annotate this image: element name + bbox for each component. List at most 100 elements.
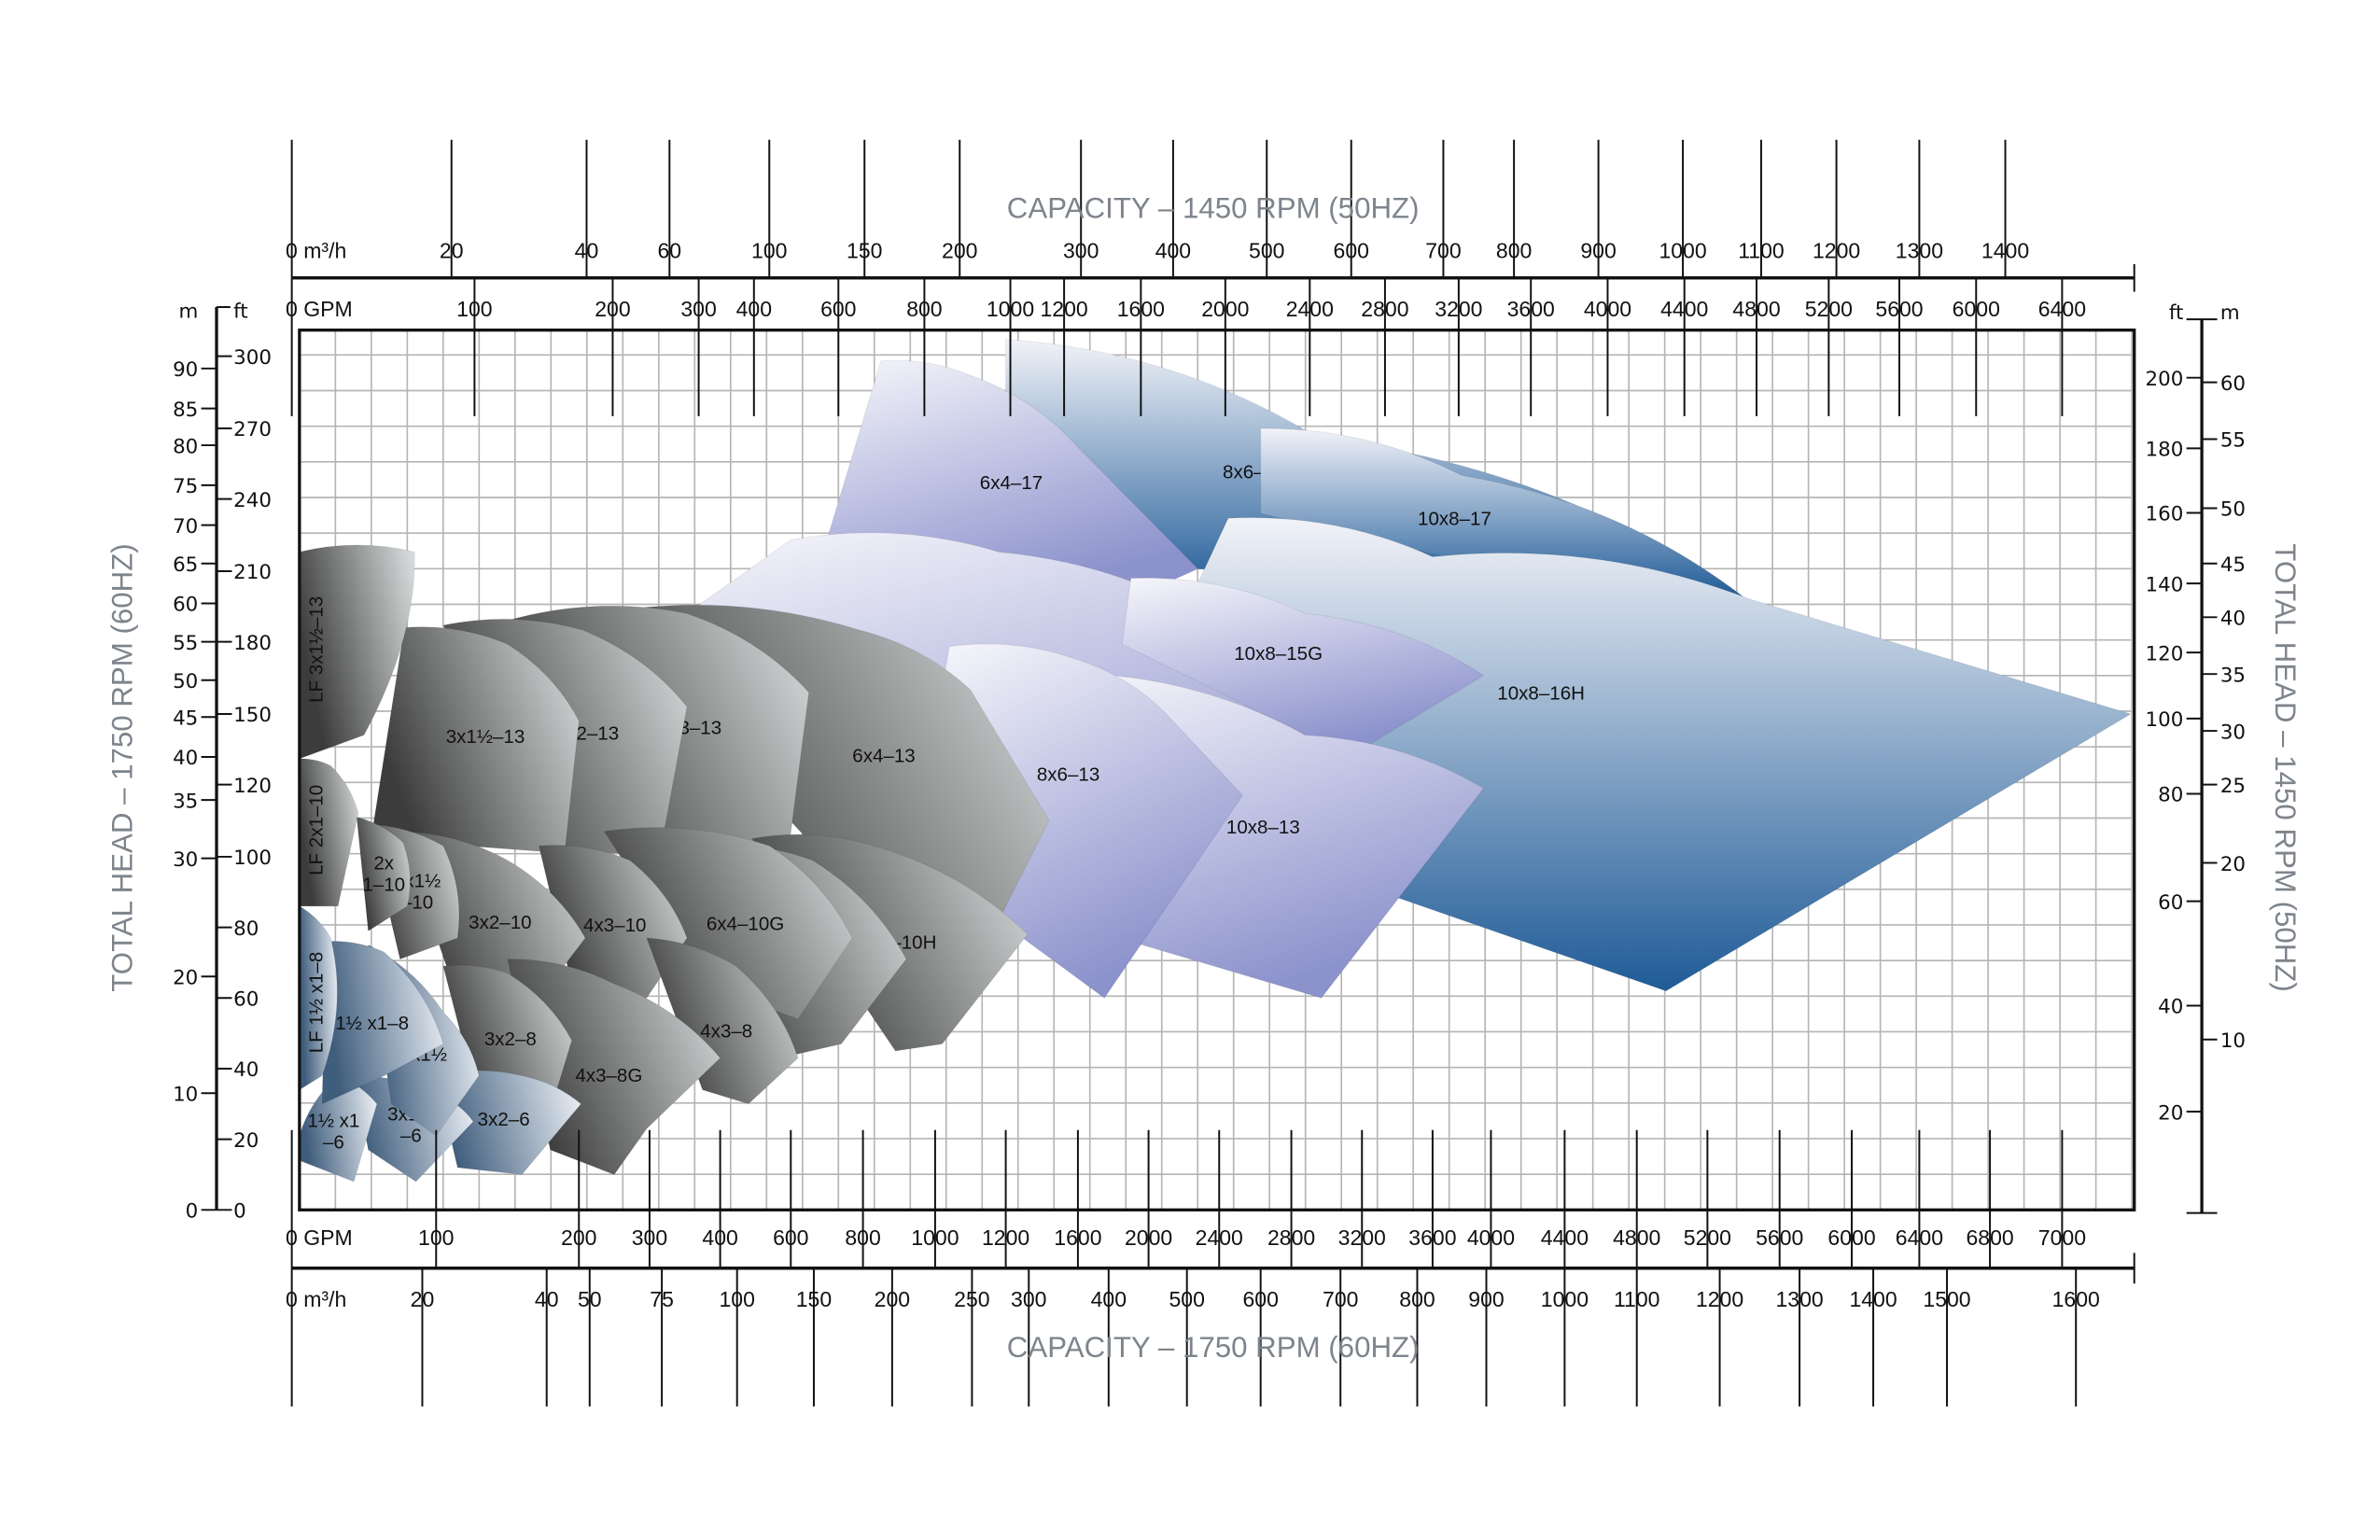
pump-region-label: 6x4–10G — [707, 913, 784, 934]
top-m3h-axis-tick-label: 200 — [942, 238, 977, 262]
bottom-m3h-axis-tick-label: 50 — [578, 1287, 602, 1311]
left-m-axis-tick-label: 0 — [186, 1200, 199, 1224]
right-ft-axis-tick-label: 100 — [2146, 708, 2184, 732]
bottom-m3h-axis-unit: 0 m³/h — [286, 1287, 346, 1311]
top-m3h-axis-tick-label: 20 — [440, 238, 464, 262]
bottom-m3h-axis-tick-label: 800 — [1399, 1287, 1435, 1311]
bottom-m3h-axis-tick-label: 1500 — [1923, 1287, 1970, 1311]
bottom-gpm-axis-tick-label: 5600 — [1756, 1225, 1803, 1250]
pump-region-shape — [371, 626, 580, 854]
pump-region-label: LF 3x1½–13 — [306, 596, 328, 703]
top-axis-title: CAPACITY – 1450 RPM (50HZ) — [1007, 192, 1420, 225]
top-m3h-axis-tick-label: 150 — [847, 238, 882, 262]
left-ft-axis-tick-label: 240 — [233, 489, 272, 512]
pump-region: LF 2x1–10 — [299, 758, 359, 907]
left-ft-axis-tick-label: 20 — [233, 1129, 259, 1153]
pump-region-shape — [1121, 577, 1485, 757]
pump-region-label: 6x4–17 — [980, 472, 1043, 494]
right-m-axis-tick-label: 40 — [2220, 608, 2246, 631]
bottom-m3h-axis-tick-label: 500 — [1169, 1287, 1205, 1311]
bottom-gpm-axis-tick-label: 5200 — [1684, 1225, 1731, 1250]
bottom-gpm-axis-tick-label: 2000 — [1125, 1225, 1172, 1250]
right-m-axis-tick-label: 55 — [2220, 429, 2246, 453]
left-m-axis-tick-label: 35 — [173, 790, 198, 813]
bottom-m3h-axis-tick-label: 150 — [796, 1287, 832, 1311]
top-m3h-axis-tick-label: 1400 — [1981, 238, 2029, 262]
bottom-m3h-axis-tick-label: 600 — [1242, 1287, 1278, 1311]
pump-region-label: 3x1½–13 — [446, 726, 525, 748]
top-gpm-axis-unit: 0 GPM — [286, 297, 353, 321]
top-m3h-axis-tick-label: 600 — [1334, 238, 1369, 262]
right-m-axis-tick-label: 45 — [2220, 553, 2246, 577]
pump-region-label: 1½ x1–6 — [307, 1110, 359, 1153]
bottom-m3h-axis-tick-label: 40 — [535, 1287, 559, 1311]
right-m-axis-tick-label: 60 — [2220, 372, 2246, 396]
pump-region: 1½ x1–8 — [321, 941, 444, 1105]
left-ft-axis-tick-label: 0 — [233, 1200, 246, 1224]
bottom-gpm-axis-tick-label: 1000 — [911, 1225, 959, 1250]
right-ft-axis-tick-label: 20 — [2158, 1101, 2183, 1125]
right-ft-axis-tick-label: 140 — [2146, 573, 2184, 596]
right-ft-axis-unit: ft — [2169, 301, 2184, 325]
bottom-gpm-axis-tick-label: 2400 — [1196, 1225, 1243, 1250]
top-m3h-axis-tick-label: 1200 — [1813, 238, 1860, 262]
top-m3h-axis-tick-label: 1000 — [1659, 238, 1706, 262]
left-m-axis-tick-label: 80 — [173, 435, 198, 458]
left-m-axis-tick-label: 45 — [173, 707, 198, 730]
left-m-axis-tick-label: 40 — [173, 747, 198, 770]
pump-region-shape — [603, 827, 853, 1020]
bottom-gpm-axis-tick-label: 100 — [418, 1225, 454, 1250]
pump-region-label: 4x3–8 — [700, 1020, 752, 1042]
top-gpm-axis-tick-label: 200 — [595, 297, 630, 321]
pump-region: LF 3x1½–13 — [299, 544, 415, 760]
bottom-gpm-axis-tick-label: 7000 — [2038, 1225, 2086, 1250]
top-gpm-axis-tick-label: 3200 — [1435, 297, 1482, 321]
bottom-gpm-axis-tick-label: 4000 — [1467, 1225, 1515, 1250]
top-gpm-axis-tick-label: 600 — [820, 297, 856, 321]
pump-region-shape — [646, 937, 799, 1105]
pump-region-label: 4x3–8G — [575, 1065, 642, 1086]
pump-region: 3x1½–13 — [371, 626, 580, 854]
pump-region-shape — [941, 643, 1244, 999]
left-ft-axis-tick-label: 40 — [233, 1058, 259, 1082]
pump-region: 10x8–16H — [1197, 517, 2133, 992]
bottom-m3h-axis-tick-label: 400 — [1091, 1287, 1127, 1311]
bottom-gpm-axis-tick-label: 300 — [632, 1225, 667, 1250]
bottom-gpm-axis-tick-label: 4400 — [1541, 1225, 1589, 1250]
bottom-m3h-axis-tick-label: 1600 — [2052, 1287, 2100, 1311]
top-gpm-axis-tick-label: 400 — [736, 297, 772, 321]
pump-region-label: LF 1½ x1–8 — [306, 952, 328, 1054]
right-m-axis-tick-label: 10 — [2220, 1029, 2246, 1053]
bottom-gpm-axis-tick-label: 800 — [845, 1225, 880, 1250]
bottom-gpm-axis-tick-label: 400 — [702, 1225, 737, 1250]
top-gpm-axis-tick-label: 100 — [456, 297, 492, 321]
pump-region-label: 8x6–13 — [1037, 764, 1099, 786]
pump-region-label: 4x3–10 — [583, 915, 646, 936]
bottom-m3h-axis-tick-label: 20 — [411, 1287, 435, 1311]
top-gpm-axis-tick-label: 1200 — [1041, 297, 1088, 321]
pump-region-label: 3x2–10 — [469, 912, 531, 933]
bottom-gpm-axis-tick-label: 6000 — [1827, 1225, 1875, 1250]
left-m-axis-tick-label: 55 — [173, 632, 198, 655]
pump-region: 10x8–15G — [1121, 577, 1485, 757]
bottom-gpm-axis-tick-label: 3200 — [1338, 1225, 1386, 1250]
pump-region-label: 1½ x1–8 — [335, 1013, 409, 1034]
pump-region-label: 10x8–13 — [1226, 817, 1300, 838]
pump-region-shape — [1260, 427, 1745, 598]
top-gpm-axis-tick-label: 5200 — [1805, 297, 1853, 321]
top-m3h-axis-tick-label: 100 — [751, 238, 787, 262]
left-m-axis-tick-label: 65 — [173, 553, 198, 577]
right-ft-axis-tick-label: 120 — [2146, 642, 2184, 665]
top-gpm-axis-tick-label: 4400 — [1660, 297, 1708, 321]
top-gpm-axis-tick-label: 1000 — [987, 297, 1034, 321]
top-m3h-axis-tick-label: 700 — [1425, 238, 1461, 262]
pump-region: 8x6–13 — [941, 643, 1244, 999]
left-m-axis-tick-label: 10 — [173, 1084, 198, 1107]
pump-region: 6x4–10G — [603, 827, 853, 1020]
bottom-m3h-axis-tick-label: 300 — [1011, 1287, 1046, 1311]
pump-region: LF 1½ x1–8 — [299, 905, 338, 1091]
bottom-gpm-axis-tick-label: 1200 — [982, 1225, 1029, 1250]
